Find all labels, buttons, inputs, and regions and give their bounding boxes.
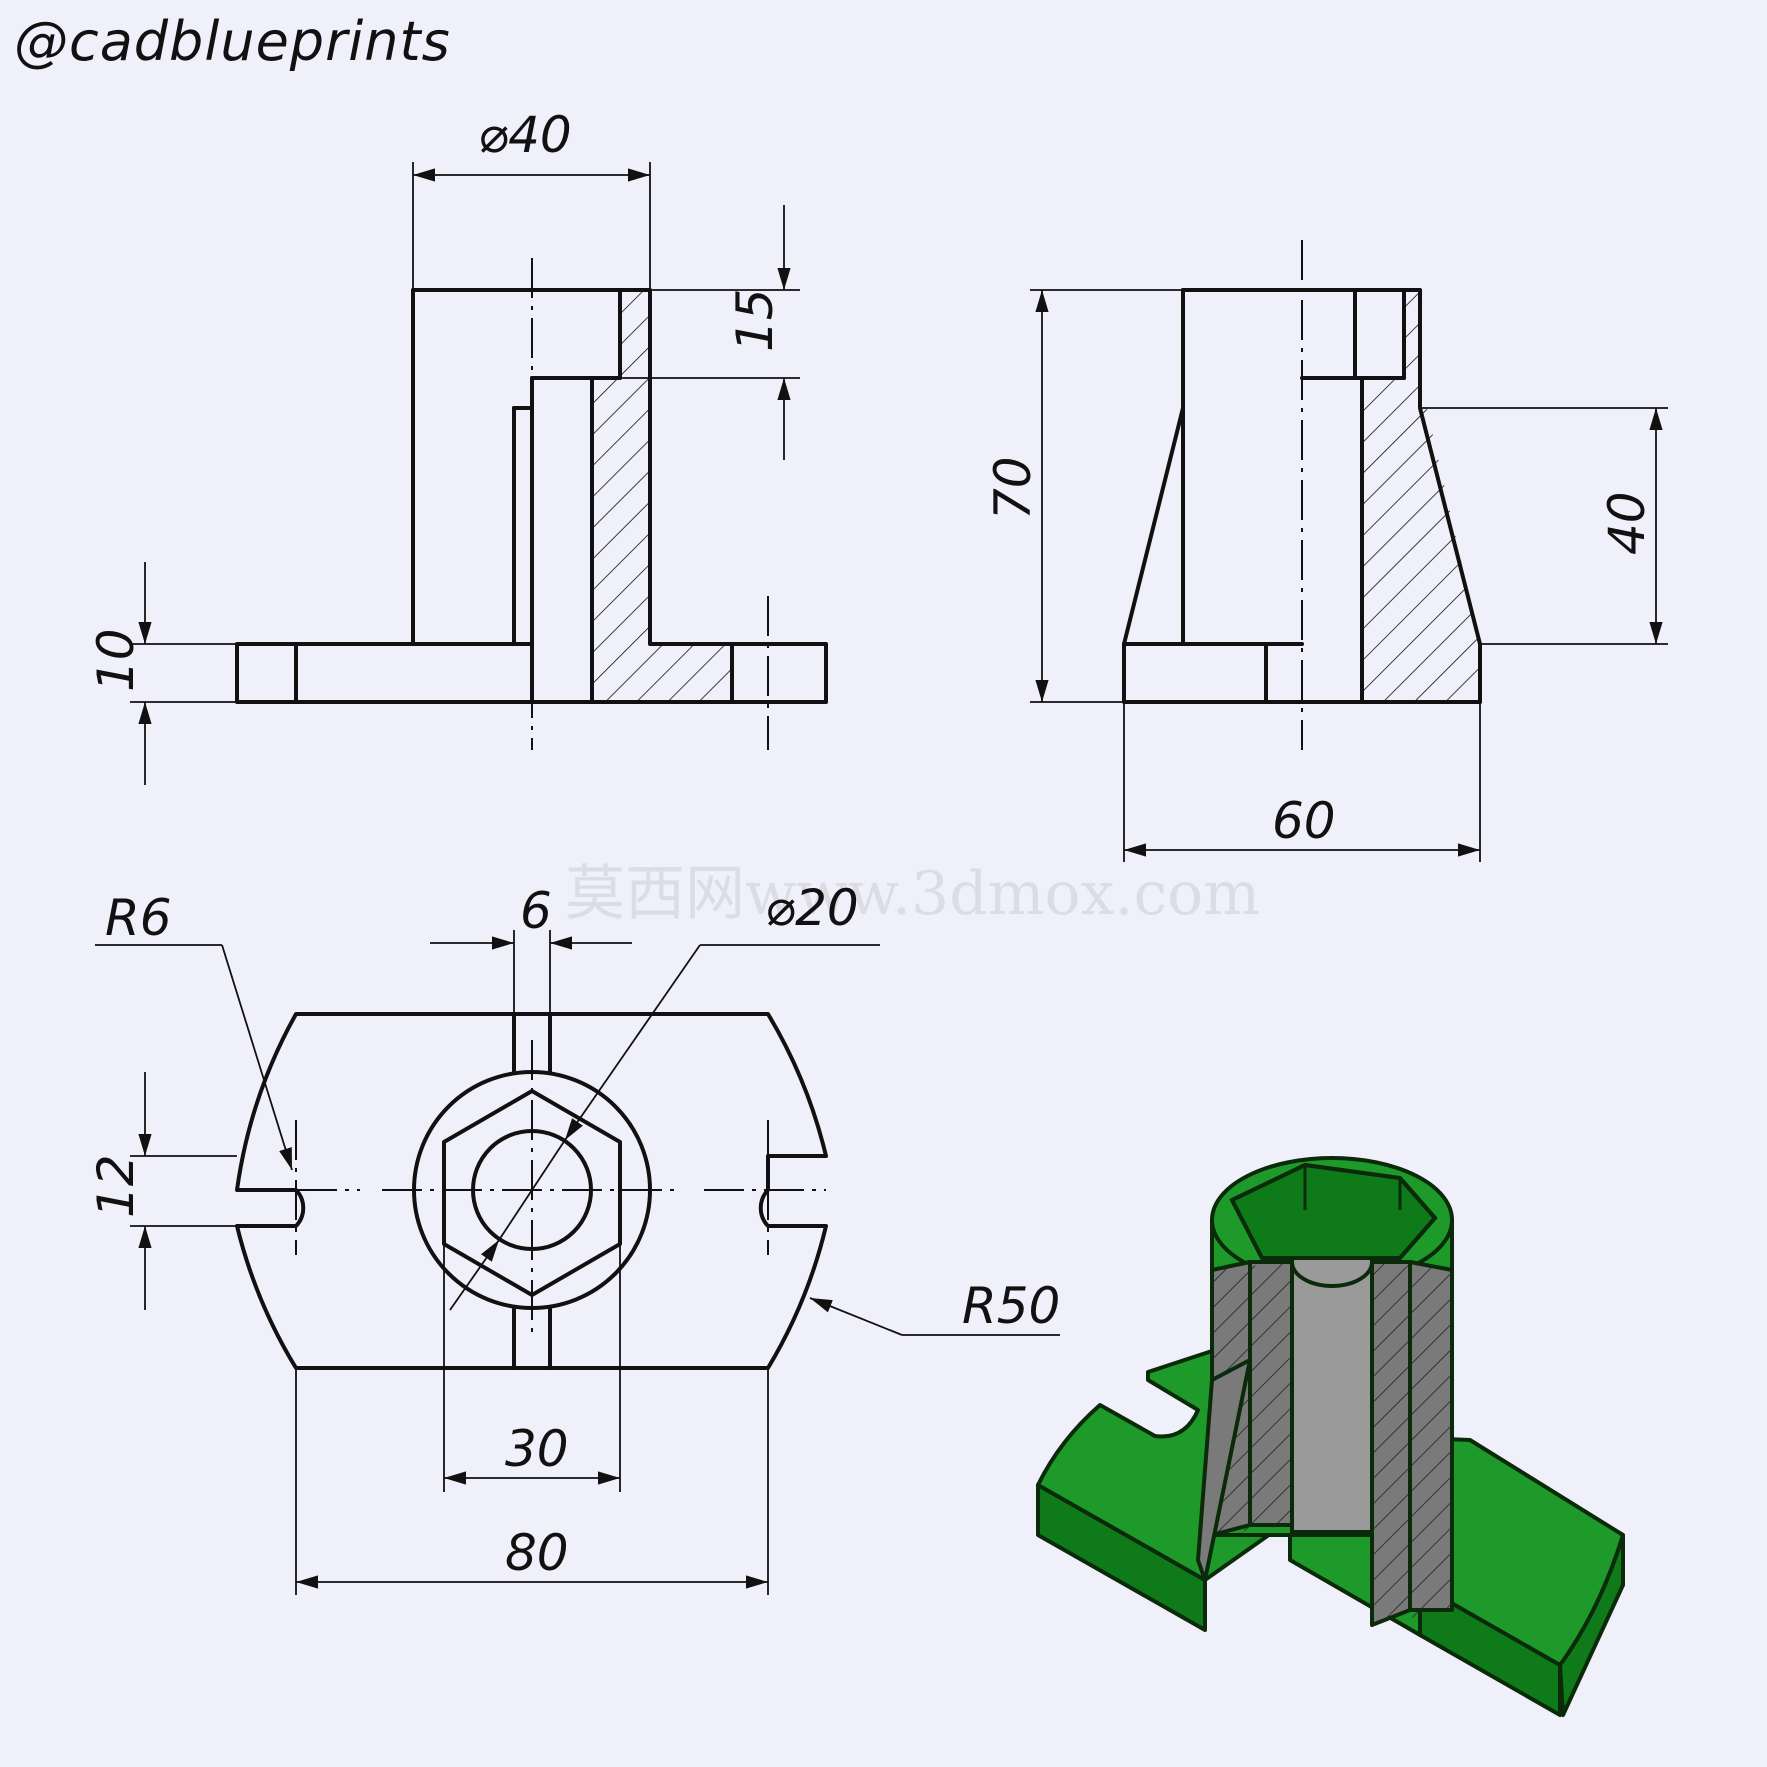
dim-top-hex: 30 — [505, 1420, 569, 1478]
dim-top-overall: 80 — [505, 1524, 569, 1582]
front-view: ⌀40 15 10 — [87, 106, 828, 785]
front-outline — [235, 288, 828, 704]
front-hatch-base — [650, 644, 732, 702]
dim-top-slot-radius: R6 — [105, 889, 172, 947]
side-hatch-wall — [1362, 378, 1480, 702]
dim-top-bore: ⌀20 — [765, 879, 859, 937]
top-view: 6 R6 ⌀20 12 R50 30 80 — [87, 879, 1060, 1595]
dim-front-diameter: ⌀40 — [478, 106, 572, 164]
dim-side-height: 70 — [984, 456, 1042, 520]
dim-top-arc-radius: R50 — [962, 1277, 1060, 1335]
dim-front-base: 10 — [87, 628, 145, 692]
watermark-text: 莫西网www.3dmox.com — [565, 859, 1261, 929]
dim-side-upper: 40 — [1598, 491, 1656, 555]
dim-top-slot-width: 12 — [87, 1154, 145, 1218]
front-hatch-top — [620, 290, 650, 378]
model-bore — [1290, 1260, 1374, 1534]
dim-front-depth: 15 — [726, 288, 784, 352]
author-handle: @cadblueprints — [14, 10, 451, 73]
isometric-model — [1036, 1156, 1625, 1717]
dim-side-width: 60 — [1272, 792, 1336, 850]
dim-top-key: 6 — [520, 882, 552, 940]
side-view: 70 40 60 — [984, 240, 1668, 862]
front-hatch-wall — [592, 378, 650, 702]
